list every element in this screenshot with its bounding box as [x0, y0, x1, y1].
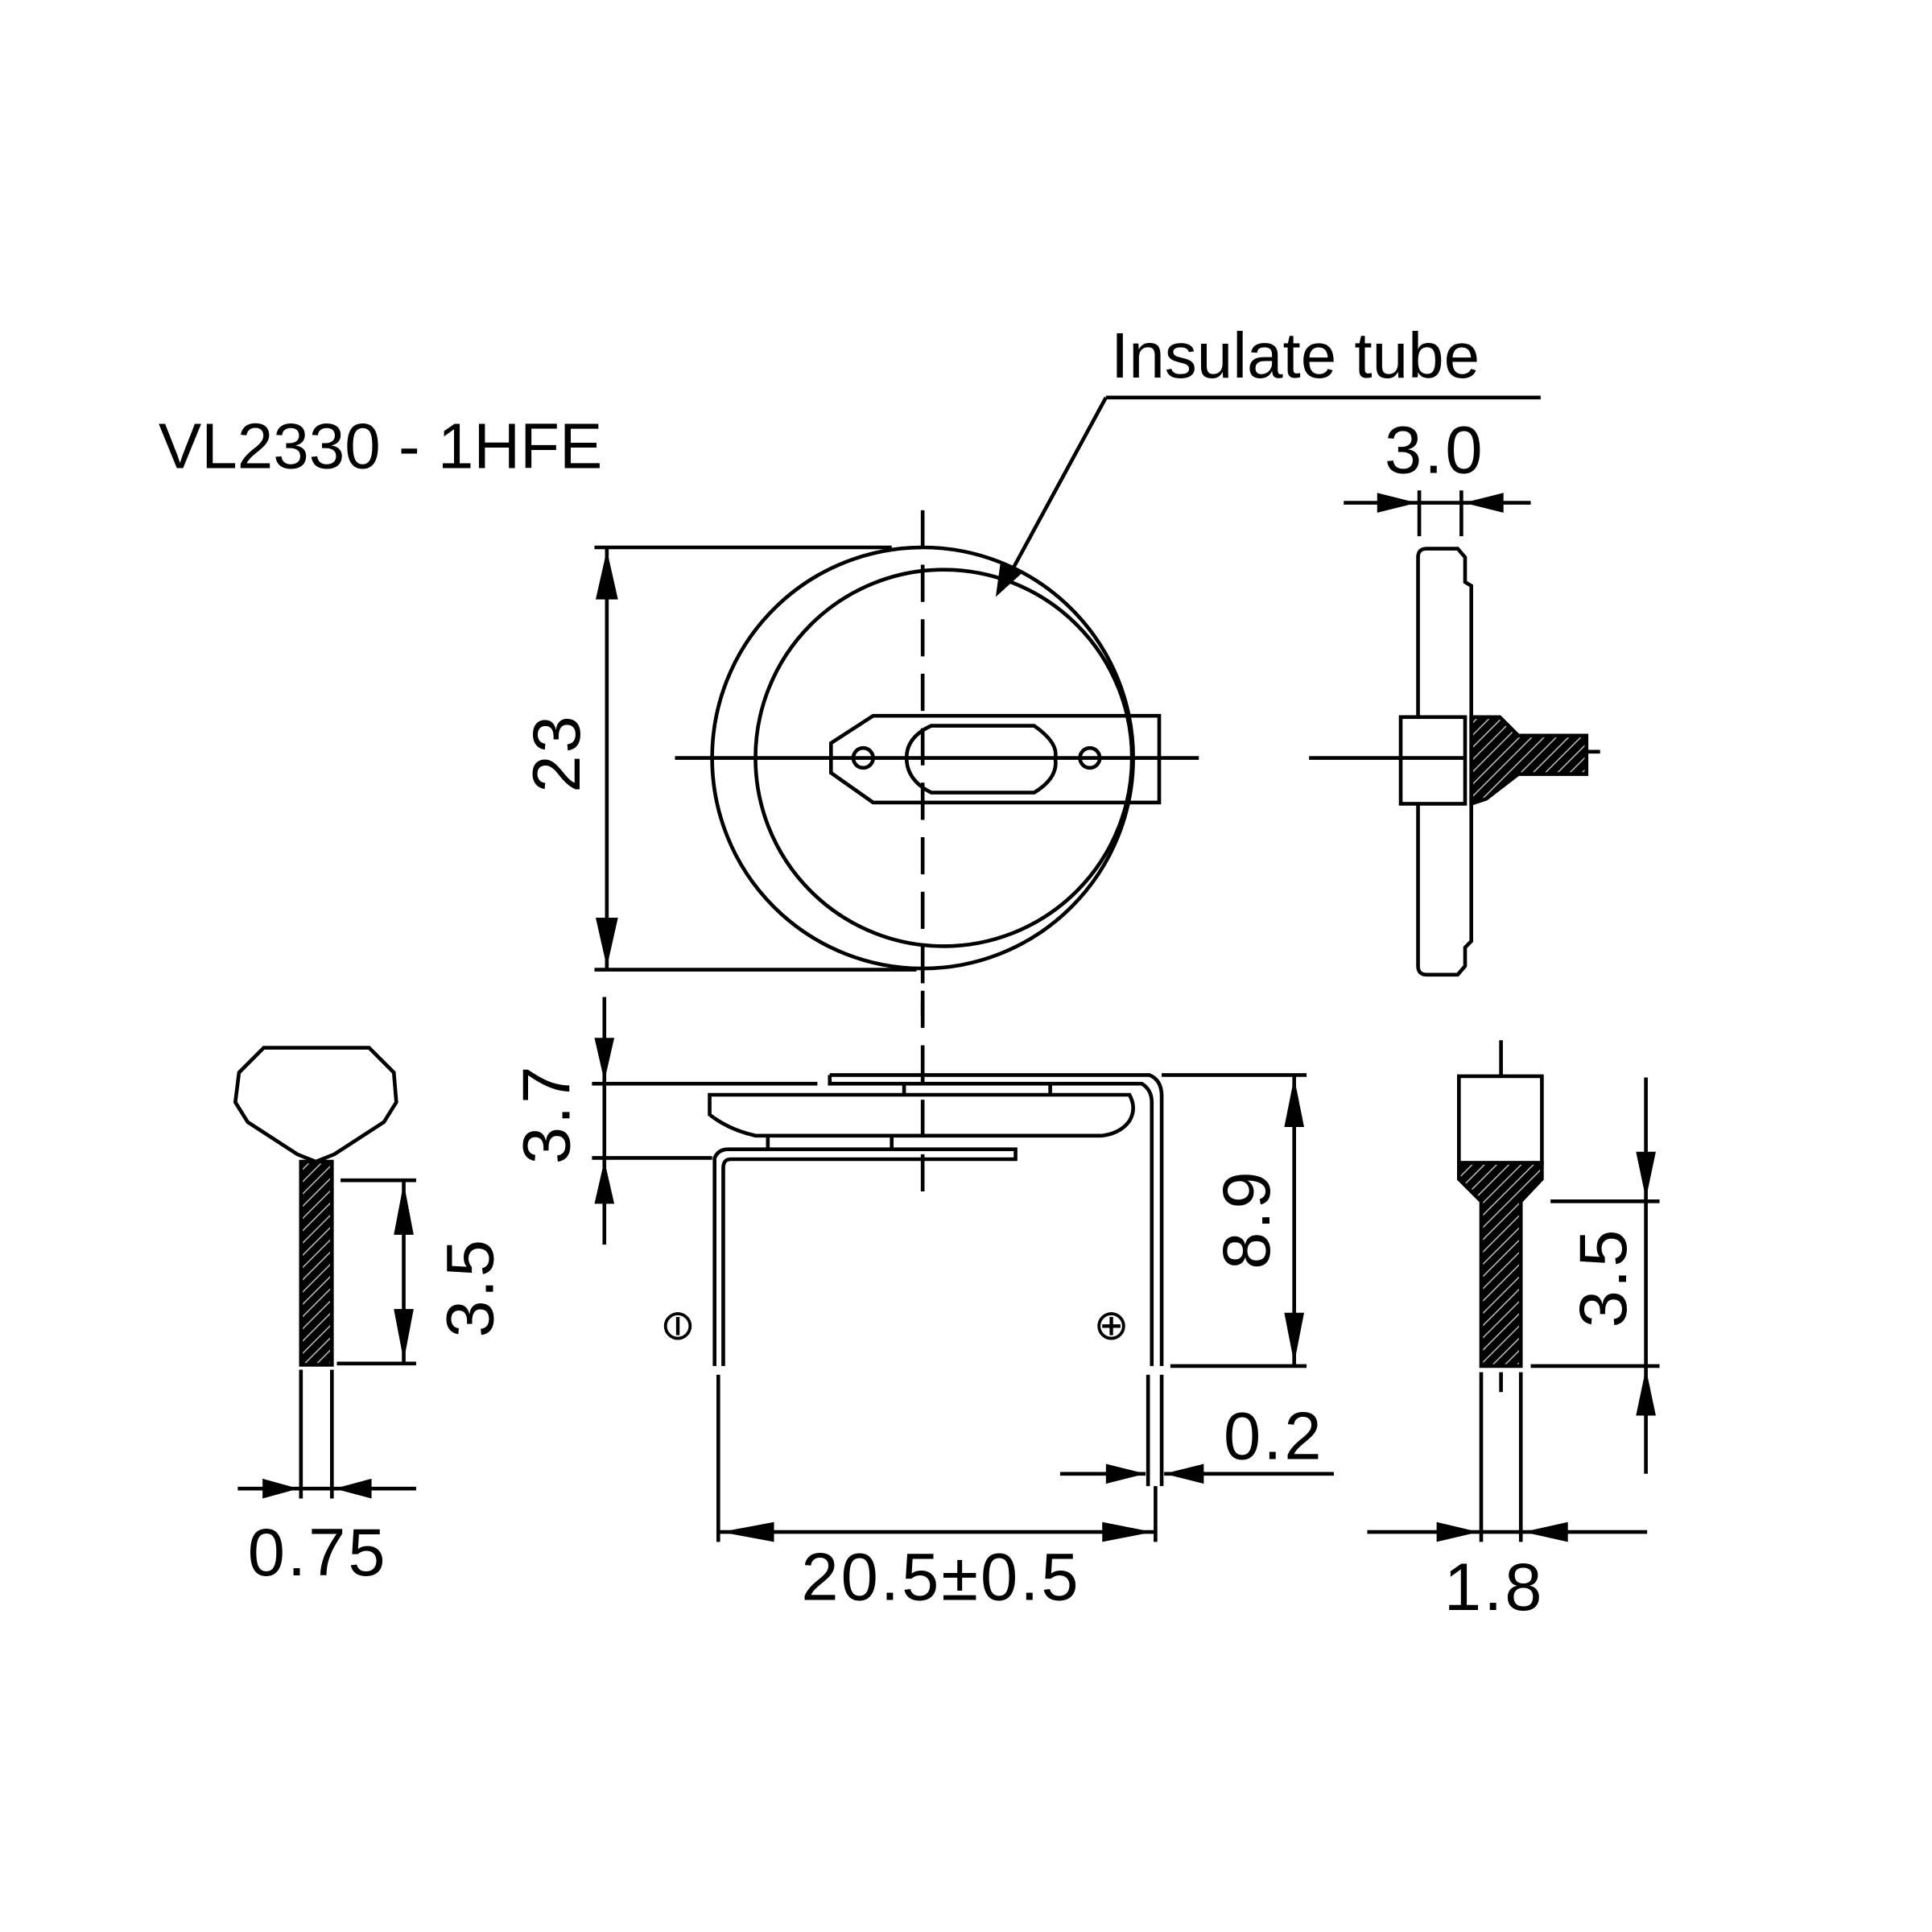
callout-label: Insulate tube [1111, 320, 1480, 391]
bottom-elevation-view: ⊖ ⊕ 3.7 8.9 0.2 20.5±0.5 [510, 990, 1334, 1615]
polarity-negative: ⊖ [654, 1308, 700, 1344]
dim-left-width: 0.75 [248, 1515, 388, 1590]
dim-pin-thickness: 0.2 [1224, 1398, 1324, 1473]
pin-detail-left: 0.75 3.5 [233, 1046, 507, 1590]
dim-pin-pitch: 20.5±0.5 [801, 1540, 1080, 1615]
insulate-tube-callout: Insulate tube [995, 320, 1541, 597]
dim-thickness-side: 3.0 [1385, 413, 1485, 488]
pin-detail-right: 1.8 3.5 [1367, 1040, 1660, 1624]
dim-right-width: 1.8 [1444, 1550, 1545, 1624]
side-view: 3.0 [1309, 413, 1600, 977]
dim-left-height: 3.5 [432, 1237, 507, 1338]
part-number: VL2330 - 1HFE [159, 411, 602, 482]
dim-diameter: 23 [519, 713, 594, 793]
front-view: 23 [519, 510, 1199, 1016]
dim-pin-height: 8.9 [1209, 1169, 1284, 1269]
dim-height-body: 3.7 [510, 1063, 584, 1164]
dim-right-height: 3.5 [1566, 1228, 1641, 1328]
polarity-positive: ⊕ [1088, 1308, 1134, 1344]
